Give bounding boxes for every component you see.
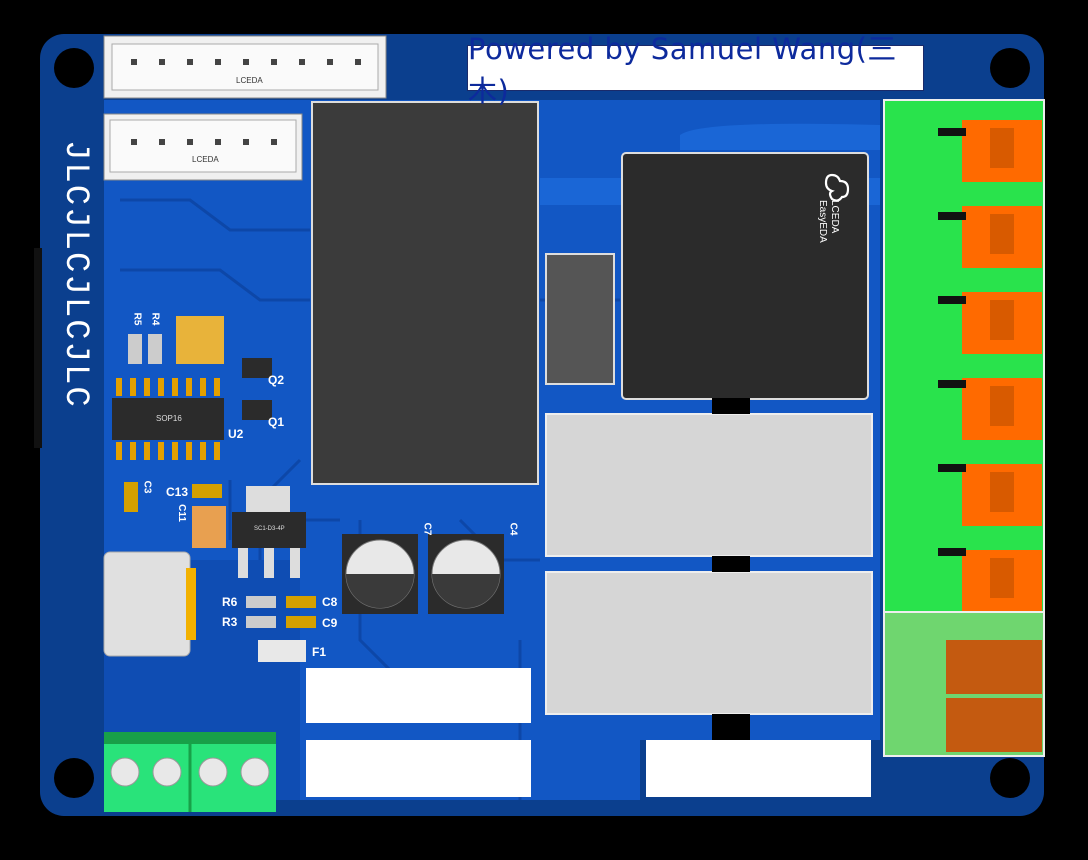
designator-r6: R6 (222, 595, 238, 609)
designator-r3: R3 (222, 615, 238, 629)
logo-line-1: LCEDA (829, 200, 840, 234)
designator-r4: R4 (149, 312, 161, 326)
regulator-legs (238, 548, 300, 578)
board-edge-notch (34, 248, 42, 448)
white-pad-3 (646, 740, 871, 797)
sop16-pins (116, 378, 220, 460)
regulator-tab (246, 486, 290, 514)
designator-u2: U2 (228, 427, 244, 441)
designator-q1: Q1 (268, 415, 285, 429)
mount-hole-bl (54, 758, 94, 798)
banner-credit: Powered by Samuel Wang(三木) (467, 32, 924, 108)
cap-c4-stripe (432, 574, 500, 608)
connector-top-label: LCEDA (236, 76, 263, 85)
logo-line-2: EasyEDA (817, 200, 828, 243)
screw-3 (198, 757, 228, 787)
sop16-marking: SOP16 (156, 414, 182, 423)
terminal-block-green (883, 99, 1045, 613)
qfn-chip (176, 316, 224, 364)
mount-hole-tr (990, 48, 1030, 88)
designator-c3: C3 (141, 480, 153, 494)
white-pad-1 (306, 668, 531, 723)
cap-c7-stripe (346, 574, 414, 608)
relay-pin-1 (712, 398, 750, 414)
header-connector-8pin-inner (111, 43, 379, 91)
terminal-2pin-lever-1 (946, 640, 1042, 694)
connector-second-label: LCEDA (192, 155, 219, 164)
relay-pin-2 (712, 556, 750, 572)
terminal-2pin-lever-2 (946, 698, 1042, 752)
smd-passives (124, 334, 316, 662)
designator-c13: C13 (166, 485, 189, 499)
white-pad-2 (306, 740, 531, 797)
screw-1 (110, 757, 140, 787)
designator-c4: C4 (507, 522, 519, 536)
designator-c7: C7 (421, 522, 433, 536)
logo-text-lceda: LCEDA EasyEDA (816, 200, 840, 243)
relay-top (545, 413, 873, 557)
small-module (545, 253, 615, 385)
designator-r5: R5 (131, 312, 143, 326)
designator-f1: F1 (312, 645, 327, 659)
sop16-chip (112, 398, 224, 440)
relay-pin-3 (712, 714, 750, 742)
copper-trace (680, 123, 880, 150)
cloud-logo-icon (824, 173, 850, 202)
transistor-q1 (242, 400, 272, 420)
transistor-q2 (242, 358, 272, 378)
mount-hole-tl (54, 48, 94, 88)
relay-bottom (545, 571, 873, 715)
designator-c11: C11 (175, 504, 187, 522)
screw-2 (152, 757, 182, 787)
terminal-levers (938, 120, 1042, 612)
header-connector-6pin-inner (109, 119, 297, 173)
designator-c8: C8 (322, 595, 338, 609)
designator-q2: Q2 (268, 373, 285, 387)
header-pins-6 (131, 139, 277, 145)
usb-c-connector (103, 551, 191, 657)
header-pins-8 (131, 59, 361, 65)
vertical-silkscreen: JLCJLCJLCJLC (56, 140, 94, 409)
screw-4 (240, 757, 270, 787)
mount-hole-br (990, 758, 1030, 798)
regulator-marking: SC1-D3-4P (254, 526, 285, 532)
usb-c-pins (186, 568, 196, 640)
regulator-body (232, 512, 306, 548)
power-module-large (311, 101, 539, 485)
designator-c9: C9 (322, 616, 338, 630)
